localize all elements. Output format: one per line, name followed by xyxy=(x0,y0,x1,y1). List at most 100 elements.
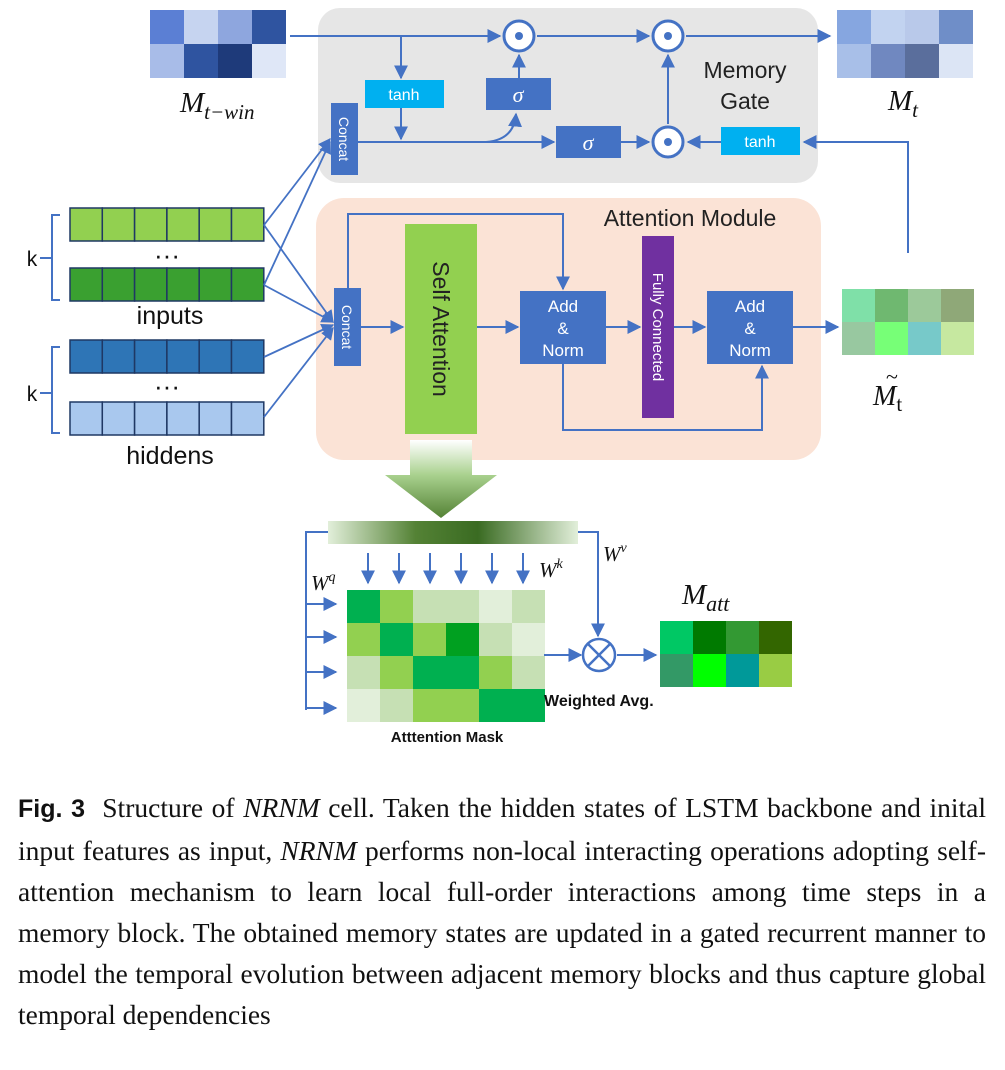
m-t-win-label: Mt−win xyxy=(179,87,255,124)
gate-concat-block xyxy=(331,103,358,175)
m-att-cell xyxy=(759,654,792,687)
caption-segment: performs non-local interacting operation… xyxy=(18,835,986,1030)
caption-segment: cell. Taken the hidden states of LSTM ba… xyxy=(18,792,986,866)
attention-mask-cell xyxy=(347,623,380,656)
m-t-cell xyxy=(837,44,871,78)
inputsBottom-cell xyxy=(166,267,200,302)
attention-mask-cell xyxy=(347,590,380,623)
attention-mask-cell xyxy=(413,689,446,722)
attention-mask-cell xyxy=(512,623,545,656)
m-t-win-cell xyxy=(218,10,252,44)
hiddens-k-label: k xyxy=(27,383,38,406)
m-tilde-cell xyxy=(875,322,908,355)
attention-mask-cell xyxy=(380,590,413,623)
inputsBottom-cell xyxy=(101,267,136,302)
m-tilde-cell xyxy=(842,322,875,355)
gate-sigma-block-bottom xyxy=(556,126,621,158)
attention-mask-cell xyxy=(413,590,446,623)
m-att-cell xyxy=(726,621,759,654)
hiddensBottom-cell xyxy=(166,401,200,436)
m-tilde-cell xyxy=(908,322,941,355)
attention-mask-cell xyxy=(380,689,413,722)
attn-concat-block xyxy=(334,288,361,366)
hiddens-label: hiddens xyxy=(126,442,214,470)
attention-mask-matrix xyxy=(347,590,545,722)
gate-sigma-label-bottom: σ xyxy=(583,130,595,155)
inputsBottom-cell xyxy=(133,267,168,302)
expand-arrow xyxy=(385,440,497,518)
memory-gate-label-line2: Gate xyxy=(720,88,770,114)
hiddensBottom-cell xyxy=(198,401,233,436)
m-tilde-cell xyxy=(908,289,941,322)
attention-mask-cell xyxy=(479,689,512,722)
m-tilde-cell xyxy=(875,289,908,322)
m-t-cell xyxy=(939,44,973,78)
gate-tanh-block xyxy=(365,80,444,108)
inputs-k-label: k xyxy=(27,248,38,271)
inputsTop-cell xyxy=(166,207,200,242)
hiddensBottom-cell xyxy=(230,401,265,436)
hiddensBottom-cell xyxy=(101,401,136,436)
m-t-win-cell xyxy=(252,44,286,78)
inputs-k-brace xyxy=(40,214,60,301)
m-t-cell xyxy=(905,10,939,44)
attention-mask-cell xyxy=(347,656,380,689)
gate-tanh-label: tanh xyxy=(388,87,419,104)
hiddensTop-cell xyxy=(69,339,104,374)
hadamard-op-bottom xyxy=(651,125,685,159)
memory-gate-label-line1: Memory xyxy=(703,57,787,83)
fully-connected-label: Fully Connected xyxy=(649,273,666,381)
caption-segment: NRNM xyxy=(243,792,320,823)
hiddensBottom-cell xyxy=(69,401,104,436)
add-norm-1-label: Add&Norm xyxy=(542,297,584,360)
caption-segment: NRNM xyxy=(280,835,357,866)
m-t-label: Mt xyxy=(887,85,919,122)
inputsTop-cell xyxy=(133,207,168,242)
hiddensTop-cell xyxy=(230,339,265,374)
attention-mask-cell xyxy=(446,656,479,689)
self-attention-label: Self Attention xyxy=(428,261,454,397)
attention-mask-cell xyxy=(380,656,413,689)
gate-sigma-label-top: σ xyxy=(513,82,525,107)
m-t-win-cell xyxy=(150,10,184,44)
inputsTop-cell xyxy=(230,207,265,242)
add-norm-block-1 xyxy=(520,291,606,364)
m-t-win-matrix xyxy=(150,10,286,78)
attn-concat-label: Concat xyxy=(339,305,355,349)
wv-label: Wv xyxy=(603,541,628,566)
m-att-cell xyxy=(759,621,792,654)
caption-segment: Structure of xyxy=(102,792,244,823)
m-t-win-cell xyxy=(218,44,252,78)
gate-arrows xyxy=(290,29,909,253)
vector-to-concat-arrows xyxy=(263,138,335,418)
attention-module-label: Attention Module xyxy=(604,205,777,231)
m-t-matrix xyxy=(837,10,973,78)
m-att-cell xyxy=(660,621,693,654)
hiddensTop-cell xyxy=(133,339,168,374)
inputsBottom-cell xyxy=(69,267,104,302)
attention-mask-cell xyxy=(512,689,545,722)
attention-mask-cell xyxy=(479,623,512,656)
gate-sigma-block-top xyxy=(486,78,551,110)
inputsTop-cell xyxy=(69,207,104,242)
inputsTop-cell xyxy=(198,207,233,242)
m-t-cell xyxy=(905,44,939,78)
m-t-cell xyxy=(871,10,905,44)
gate-tanh-label-right: tanh xyxy=(744,134,775,151)
m-att-cell xyxy=(693,654,726,687)
nrnm-diagram: Memory Gate Attention Module Mt−win Mt C… xyxy=(27,8,974,746)
wv-arrow xyxy=(578,531,605,638)
m-t-cell xyxy=(837,10,871,44)
m-t-cell xyxy=(939,10,973,44)
hiddens-k-brace xyxy=(40,346,60,434)
wq-label: Wq xyxy=(311,570,336,595)
m-att-cell xyxy=(660,654,693,687)
attention-mask-cell xyxy=(413,656,446,689)
attention-arrows xyxy=(347,213,840,431)
inputs-label: inputs xyxy=(137,302,204,330)
m-tilde-cell xyxy=(941,322,974,355)
attention-mask-cell xyxy=(446,623,479,656)
caption-text: Structure of NRNM cell. Taken the hidden… xyxy=(18,792,986,1030)
gate-tanh-block-right xyxy=(721,127,800,155)
hiddensTop-cell xyxy=(101,339,136,374)
